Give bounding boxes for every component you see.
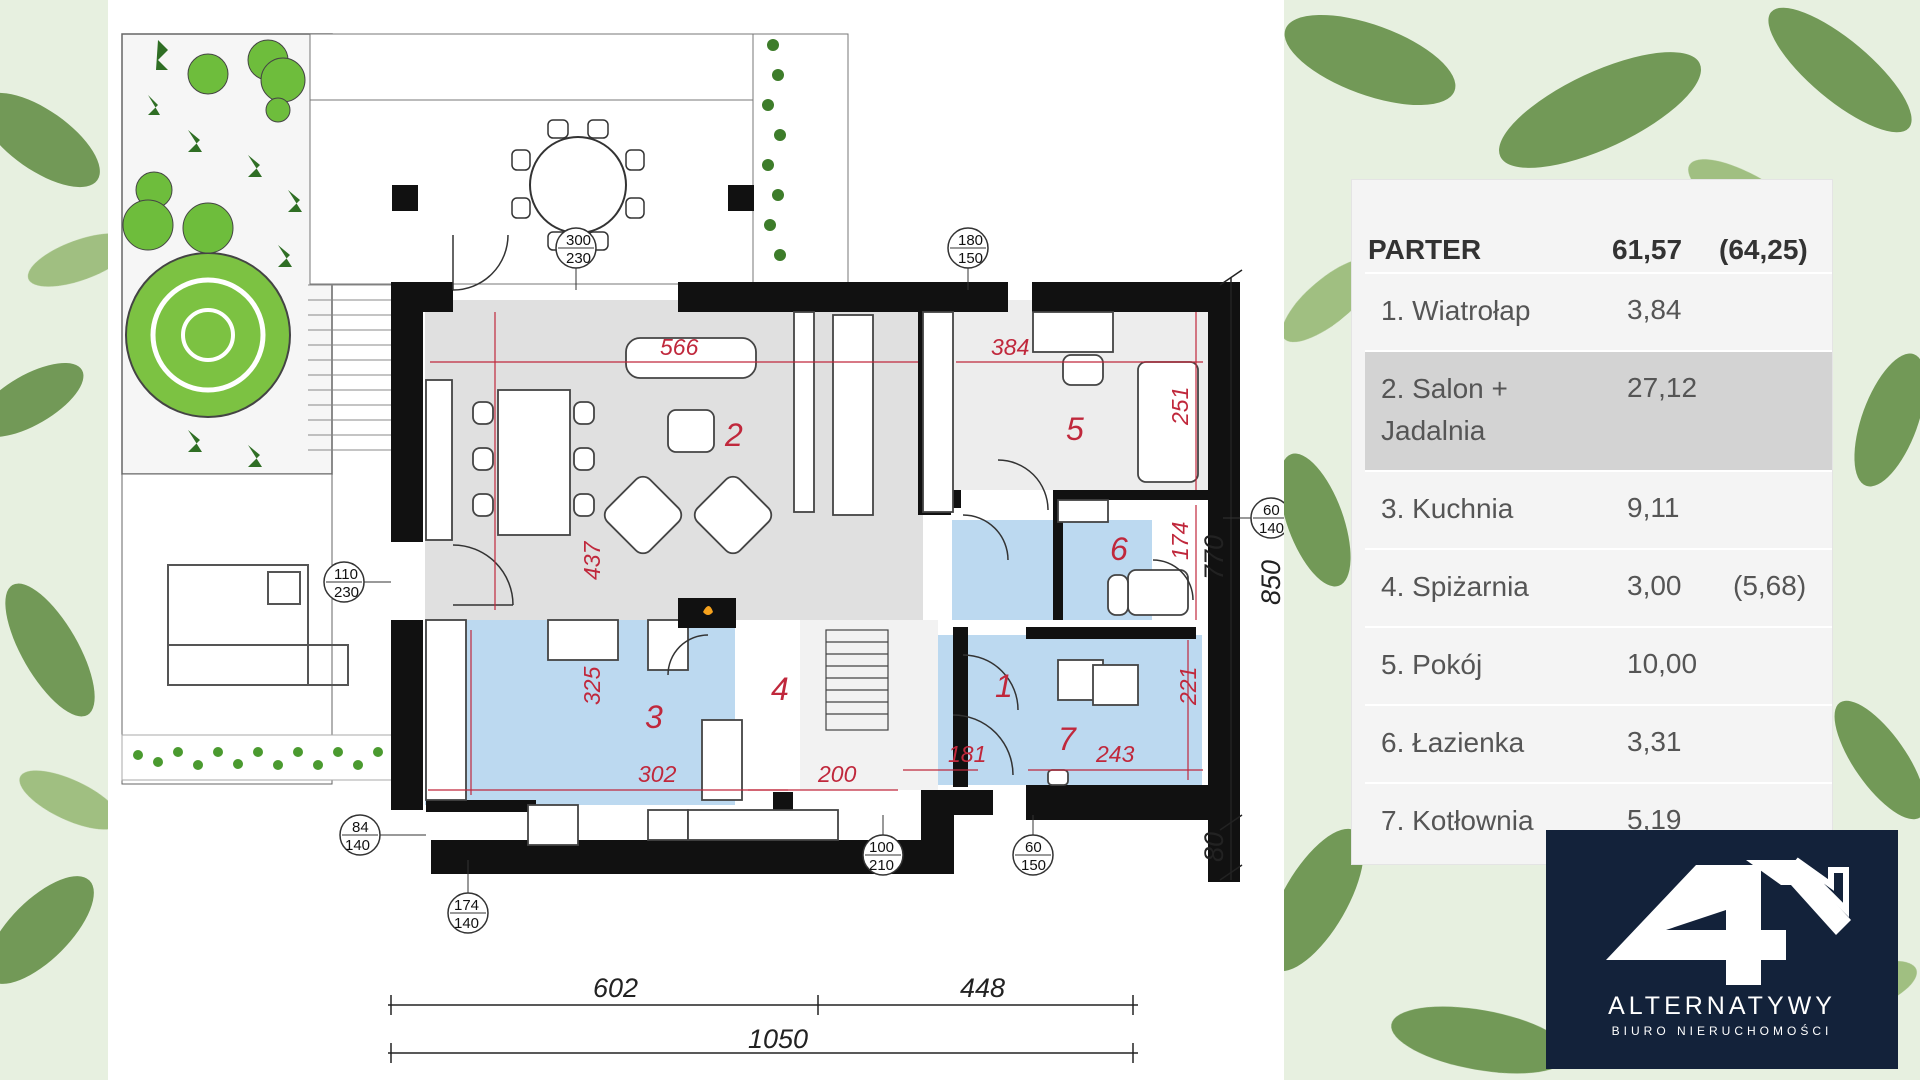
svg-text:84: 84 (352, 819, 369, 836)
room-numbers: 1 2 3 4 5 6 7 (645, 411, 1128, 757)
svg-text:150: 150 (1021, 857, 1046, 874)
dim-384: 384 (991, 334, 1029, 360)
dim-243: 243 (1095, 741, 1135, 767)
dim-200: 200 (817, 761, 857, 787)
window-badge: 100 210 (862, 815, 904, 876)
dim-770: 770 (1199, 535, 1229, 580)
table-row: 4. Spiżarnia 3,00 (5,68) (1365, 548, 1832, 626)
dim-325: 325 (579, 666, 605, 705)
svg-text:230: 230 (334, 584, 359, 601)
svg-text:140: 140 (345, 837, 370, 854)
back-terrace (309, 33, 849, 285)
inner-dimension-lines (428, 312, 1203, 795)
svg-text:110: 110 (334, 566, 358, 583)
dim-174: 174 (1167, 522, 1193, 560)
svg-text:180: 180 (958, 232, 983, 249)
room-number-6: 6 (1110, 531, 1128, 567)
logo-mark-icon (1606, 857, 1851, 985)
floor-plan: 1 2 3 4 5 6 7 566 384 251 437 174 325 22… (108, 0, 1284, 1080)
dim-181: 181 (948, 741, 986, 767)
table-row: 1. Wiatrołap 3,84 (1365, 272, 1832, 350)
table-row: 3. Kuchnia 9,11 (1365, 470, 1832, 548)
room-number-2: 2 (724, 417, 743, 453)
window-badge: 300 230 (555, 227, 597, 290)
window-badge: 84 140 (339, 814, 426, 856)
garden (121, 33, 423, 785)
svg-text:140: 140 (454, 915, 479, 932)
dim-850: 850 (1256, 560, 1284, 605)
svg-text:174: 174 (454, 897, 479, 914)
dim-221: 221 (1175, 667, 1201, 706)
dim-251: 251 (1167, 387, 1193, 426)
logo-brand: ALTERNATYWY (1608, 992, 1836, 1020)
table-row: 5. Pokój 10,00 (1365, 626, 1832, 704)
table-row: 6. Łazienka 3,31 (1365, 704, 1832, 782)
svg-text:140: 140 (1259, 520, 1284, 537)
svg-text:300: 300 (566, 232, 591, 249)
stairs (825, 629, 889, 731)
outer-dimensions: 770 850 80 602 448 1050 (593, 535, 1284, 1054)
room-number-1: 1 (995, 668, 1013, 704)
dim-602: 602 (593, 973, 638, 1003)
svg-text:210: 210 (869, 857, 894, 874)
table-row: 7. Kotłownia 5,19 (1365, 782, 1832, 860)
header-total: (64,25) (1719, 234, 1808, 265)
header-label: PARTER (1368, 234, 1482, 265)
area-table: PARTER 61,57 (64,25) 1. Wiatrołap 3,84 2… (1352, 180, 1832, 864)
room-number-5: 5 (1066, 411, 1084, 447)
room-number-3: 3 (645, 699, 663, 735)
window-badge: 60 140 (1223, 497, 1284, 539)
svg-text:60: 60 (1025, 839, 1042, 856)
svg-text:230: 230 (566, 250, 591, 267)
dim-1050: 1050 (748, 1024, 808, 1054)
table-row: 2. Salon + Jadalnia 27,12 (1365, 350, 1832, 470)
furniture (425, 311, 1199, 846)
window-badge: 110 230 (323, 561, 391, 603)
inner-dimensions: 566 384 251 437 174 325 221 302 200 181 … (579, 334, 1201, 787)
dim-448: 448 (960, 973, 1005, 1003)
outer-dimension-lines (388, 269, 1243, 1063)
dim-437: 437 (579, 540, 605, 580)
logo-subtitle: BIURO NIERUCHOMOŚCI (1611, 1024, 1833, 1038)
svg-text:100: 100 (869, 839, 894, 856)
dim-566: 566 (660, 334, 699, 360)
agency-logo: ALTERNATYWY BIURO NIERUCHOMOŚCI (1546, 830, 1898, 1069)
dim-80: 80 (1199, 832, 1229, 862)
room-number-4: 4 (771, 671, 789, 707)
header-area: 61,57 (1612, 234, 1683, 265)
doors (452, 234, 1194, 776)
dim-302: 302 (638, 761, 677, 787)
svg-text:150: 150 (958, 250, 983, 267)
svg-text:60: 60 (1263, 502, 1280, 519)
fire-icon (703, 606, 713, 615)
window-badges: 300 230 180 150 60 140 110 230 (323, 227, 1284, 934)
window-badge: 180 150 (947, 227, 989, 290)
room-number-7: 7 (1058, 721, 1077, 757)
window-badge: 60 150 (1012, 815, 1054, 876)
window-badge: 174 140 (447, 860, 489, 934)
table-header: PARTER 61,57 (64,25) (1365, 228, 1832, 272)
